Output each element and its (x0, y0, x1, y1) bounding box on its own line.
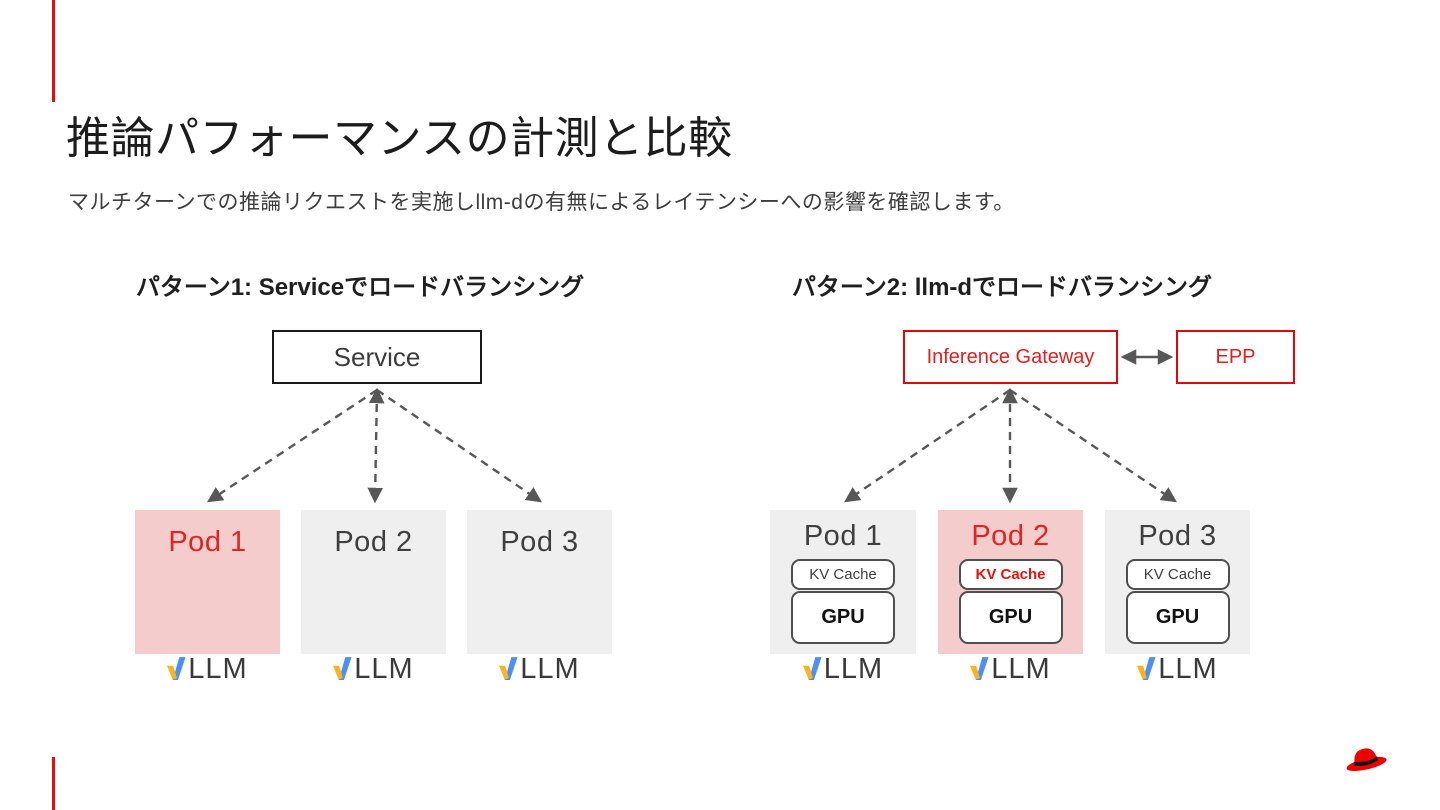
gpu-box: GPU (958, 591, 1063, 644)
vllm-logo: LLM (135, 653, 280, 685)
pattern1-pod-2: Pod 2 LLM (301, 510, 446, 684)
service-node: Service (272, 330, 482, 384)
vllm-wordmark: LLM (520, 653, 580, 685)
vllm-wordmark: LLM (188, 653, 248, 685)
vllm-wordmark: LLM (1158, 653, 1218, 685)
accent-bar-top (52, 0, 55, 102)
pattern2-pod-1: Pod 1 KV Cache GPU LLM (770, 510, 916, 684)
pod-label: Pod 2 (971, 520, 1050, 552)
pod-label: Pod 2 (334, 526, 413, 558)
arrow-service-to-pod3 (376, 389, 542, 503)
accent-bar-bottom (52, 757, 55, 810)
pod-label: Pod 1 (168, 526, 247, 558)
inference-gateway-node: Inference Gateway (903, 330, 1118, 384)
kv-cache-box: KV Cache (791, 559, 895, 590)
pod-internals: KV Cache GPU (958, 559, 1063, 644)
redhat-fedora-icon (1346, 748, 1387, 772)
pattern2-pod-2: Pod 2 KV Cache GPU LLM (938, 510, 1083, 684)
vllm-logo: LLM (301, 653, 446, 685)
epp-node: EPP (1176, 330, 1295, 384)
pod-internals: KV Cache GPU (791, 559, 895, 644)
vllm-v-check-icon (499, 657, 518, 680)
vllm-wordmark: LLM (991, 653, 1051, 685)
vllm-v-check-icon (167, 657, 186, 680)
pod-label: Pod 3 (1138, 520, 1217, 552)
vllm-logo: LLM (1105, 653, 1250, 685)
gpu-box: GPU (1125, 591, 1230, 644)
pattern2-heading: パターン2: llm-dでロードバランシング (791, 274, 1213, 301)
pattern1-pod-3: Pod 3 LLM (467, 510, 612, 684)
pod-label: Pod 1 (803, 520, 883, 552)
vllm-v-check-icon (970, 657, 989, 680)
pattern2-pod-3: Pod 3 KV Cache GPU LLM (1105, 510, 1250, 684)
vllm-wordmark: LLM (823, 653, 884, 685)
vllm-logo: LLM (938, 653, 1083, 685)
arrow-service-to-pod1 (207, 388, 378, 503)
page-title: 推論パフォーマンスの計測と比較 (66, 114, 733, 163)
pattern1-pod-1: Pod 1 LLM (135, 510, 280, 684)
arrow-gateway-to-pod1 (844, 389, 1011, 503)
arrow-gateway-to-pod3 (1009, 389, 1177, 503)
vllm-wordmark: LLM (354, 653, 414, 685)
kv-cache-box: KV Cache (1125, 559, 1230, 590)
arrow-service-to-pod2 (367, 387, 385, 504)
pod-label: Pod 3 (500, 526, 579, 558)
vllm-v-check-icon (1137, 657, 1156, 680)
vllm-logo: LLM (770, 653, 916, 685)
kv-cache-box: KV Cache (958, 559, 1063, 590)
slide-subtitle: マルチターンでの推論リクエストを実施しllm-dの有無によるレイテンシーへの影響… (68, 191, 1015, 214)
pod-internals: KV Cache GPU (1125, 559, 1230, 644)
vllm-v-check-icon (802, 657, 822, 680)
pattern1-heading: パターン1: Serviceでロードバランシング (135, 274, 585, 301)
gpu-box: GPU (791, 591, 895, 644)
vllm-v-check-icon (333, 657, 352, 680)
vllm-logo: LLM (467, 653, 612, 685)
